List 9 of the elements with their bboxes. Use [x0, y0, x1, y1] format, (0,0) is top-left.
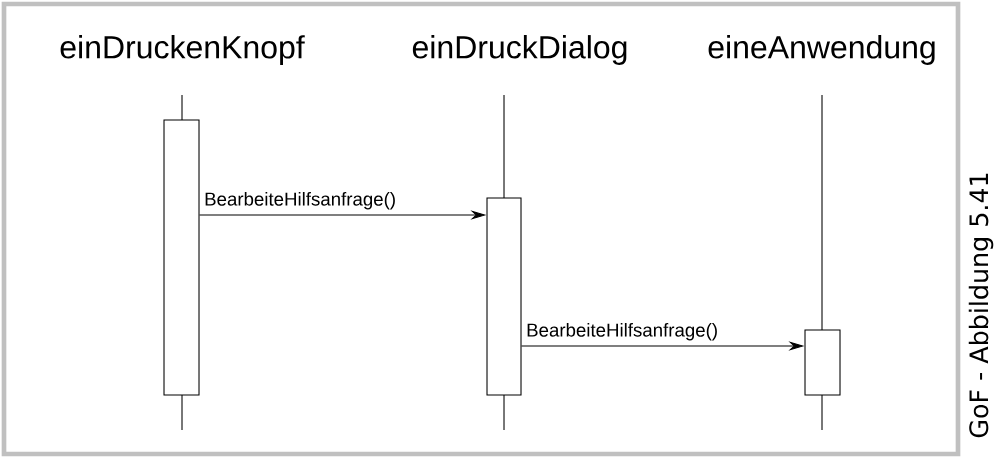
activation-bar — [486, 197, 522, 396]
figure-reference: GoF - Abbildung 5.41 — [968, 173, 994, 438]
object-name: eineAnwendung — [708, 35, 935, 65]
activation-bar — [804, 329, 841, 396]
object-name: einDruckenKnopf — [60, 35, 305, 65]
message-label: BearbeiteHilfsanfrage() — [205, 192, 395, 210]
object-name: einDruckDialog — [412, 35, 627, 65]
activation-bar — [163, 119, 200, 396]
message-label: BearbeiteHilfsanfrage() — [527, 323, 717, 341]
